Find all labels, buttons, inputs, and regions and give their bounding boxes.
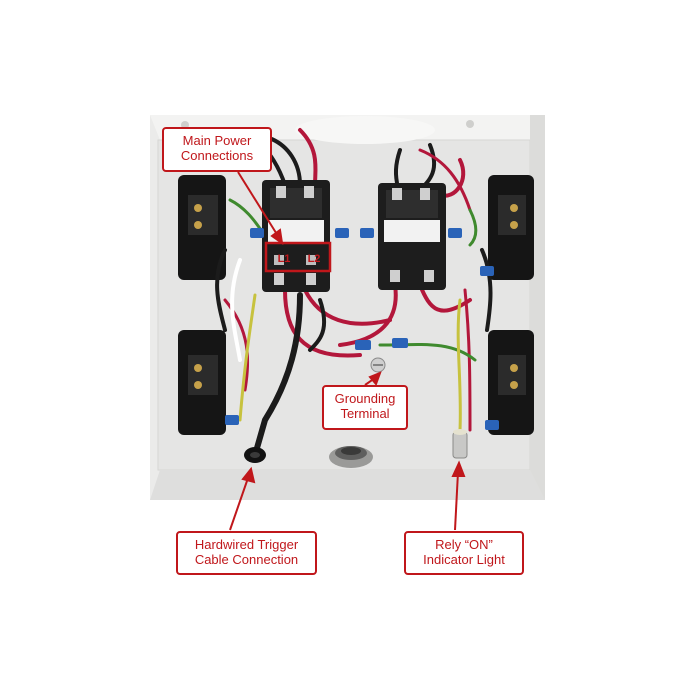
callout-grounding-terminal: Grounding Terminal <box>322 385 408 430</box>
outlet-top-left <box>178 175 226 280</box>
callout-hardwired-trigger: Hardwired Trigger Cable Connection <box>176 531 317 575</box>
knockout-fitting <box>329 446 373 468</box>
outlet-bottom-right <box>488 330 534 435</box>
terminal-label-l1: L1 <box>278 253 291 265</box>
outlet-top-right <box>488 175 534 280</box>
callout-main-power-line2: Connections <box>180 148 254 163</box>
outlet-bottom-left <box>178 330 226 435</box>
contactor-left <box>262 180 330 292</box>
enclosure <box>150 115 545 500</box>
callout-indicator-line1: Rely “ON” <box>435 537 493 552</box>
callout-trigger-line2: Cable Connection <box>194 552 299 567</box>
callout-indicator-line2: Indicator Light <box>423 552 505 567</box>
callout-grounding-line2: Terminal <box>340 406 390 421</box>
main-power-highlight-box <box>264 241 332 273</box>
indicator-light <box>452 429 468 459</box>
callout-trigger-line1: Hardwired Trigger <box>194 537 299 552</box>
callout-arrows <box>229 171 466 531</box>
contactor-right <box>378 183 446 290</box>
callout-indicator-light: Rely “ON” Indicator Light <box>404 531 524 575</box>
callout-grounding-line1: Grounding <box>334 391 396 406</box>
wire-connectors <box>225 228 499 430</box>
callout-main-power-connections: Main Power Connections <box>162 127 272 172</box>
terminal-label-l2: L2 <box>308 253 321 265</box>
trigger-cable-grommet <box>244 447 266 463</box>
grounding-screw <box>370 357 386 373</box>
callout-main-power-line1: Main Power <box>182 133 252 148</box>
